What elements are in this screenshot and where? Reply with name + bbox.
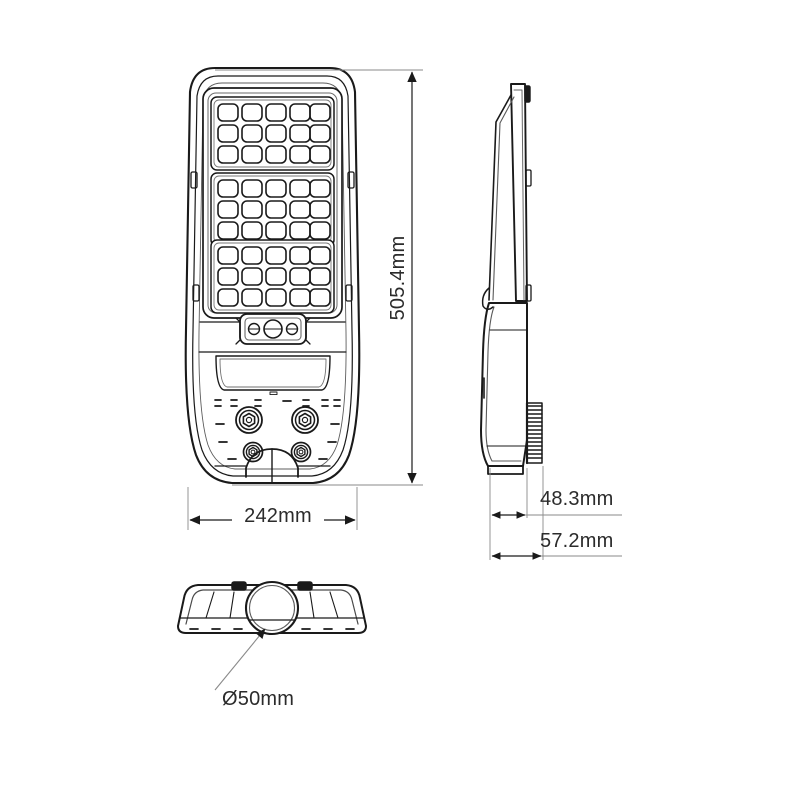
housing-tab-left-upper: [190, 171, 198, 189]
side-body-housing: [480, 302, 528, 467]
led-module-2: [210, 172, 335, 247]
dimension-depth-lower: 57.2mm: [491, 530, 622, 560]
clamp-lug-left: [231, 581, 247, 591]
led-module-3: [210, 239, 335, 314]
bracket-rib-right: [329, 591, 339, 619]
side-front-taper-2: [492, 96, 515, 301]
side-foot: [487, 465, 524, 475]
led-grid: [217, 179, 331, 240]
front-view: [184, 66, 361, 485]
side-lens-bulge: [481, 287, 494, 310]
bolt-small-right: [290, 441, 312, 463]
led-module-frame: [210, 239, 335, 314]
battery-cover-inner: [219, 358, 327, 388]
side-tab-mid: [525, 169, 532, 187]
dimension-height-label: 505.4mm: [387, 236, 409, 321]
dimension-pole-diameter-label: Ø50mm: [222, 688, 294, 710]
led-grid: [217, 103, 331, 164]
housing-tab-left-lower: [192, 284, 200, 302]
side-view: [480, 83, 543, 475]
bracket-rib-left: [205, 591, 215, 619]
vent-dashes: [214, 399, 341, 460]
dimension-depth-upper: 48.3mm: [491, 488, 622, 519]
led-module-1: [210, 96, 335, 171]
pir-sensor: [235, 313, 311, 345]
dimension-leader-pole: [214, 628, 266, 691]
led-grid: [217, 246, 331, 307]
dimension-pole-diameter: Ø50mm: [214, 628, 294, 710]
dimension-depth-lower-label: 57.2mm: [540, 530, 613, 552]
side-body-inner: [485, 306, 522, 462]
pir-bracket-right: [305, 317, 311, 345]
dimension-width-label: 242mm: [244, 505, 312, 527]
led-module-frame-inner: [213, 99, 332, 168]
dimension-depth-upper-label: 48.3mm: [540, 488, 613, 510]
cover-vent-mark: [269, 391, 278, 396]
dimension-width-label-bg: [232, 506, 324, 528]
side-front-taper: [488, 94, 512, 301]
side-panel-edge-inner: [513, 89, 525, 301]
bracket-rib-right-2: [309, 591, 315, 619]
dimension-layer: 505.4mm 242mm 48.3mm 57.2mm Ø50mm: [187, 69, 622, 710]
led-module-frame: [210, 172, 335, 247]
pole-collar-inner: [248, 584, 296, 632]
heatsink-fins: [526, 405, 543, 459]
led-module-frame: [210, 96, 335, 171]
clamp-lug-right: [297, 581, 313, 591]
dimension-height: 505.4mm: [387, 71, 417, 484]
pir-bracket-left: [235, 317, 241, 345]
bolt-large-right: [291, 406, 319, 434]
housing-tab-right-upper: [347, 171, 355, 189]
led-module-frame-inner: [213, 242, 332, 311]
extension-lines: [187, 69, 544, 560]
bracket-rib-left-2: [229, 591, 235, 619]
battery-cover: [215, 355, 331, 391]
housing-tab-right-lower: [345, 284, 353, 302]
bottom-view: [177, 580, 367, 636]
front-housing-inner-wall: [192, 75, 353, 477]
pole-collar: [244, 580, 300, 636]
side-tab-low: [525, 284, 532, 302]
bolt-large-left: [235, 406, 263, 434]
side-tab-top: [524, 85, 531, 103]
front-housing-contour: [198, 82, 347, 470]
dimension-width: 242mm: [189, 505, 356, 528]
pir-sensor-window: [244, 317, 302, 341]
